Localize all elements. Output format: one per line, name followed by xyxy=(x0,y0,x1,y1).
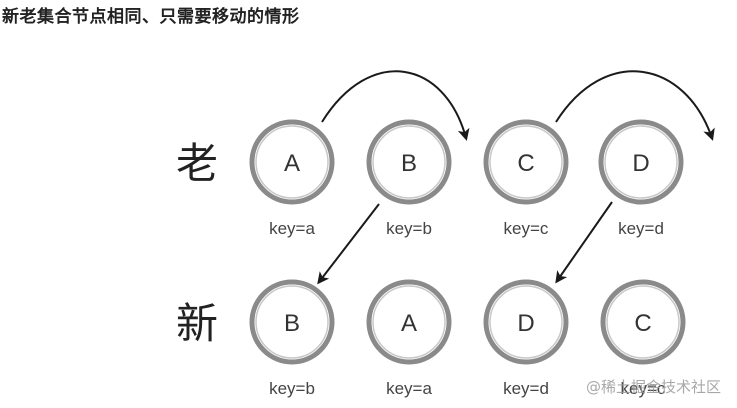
new-node-2: A key=a xyxy=(366,279,452,398)
old-node-1-letter: A xyxy=(284,150,300,177)
old-node-3-letter: C xyxy=(517,150,534,177)
arrow-b-down-left xyxy=(317,203,380,285)
new-node-4: C key=c xyxy=(600,279,686,398)
old-node-2: B key=b xyxy=(366,119,452,238)
new-node-2-key: key=a xyxy=(386,379,432,398)
watermark: @稀土掘金技术社区 xyxy=(586,378,722,396)
new-node-3-key: key=d xyxy=(503,379,549,398)
old-node-1-key: key=a xyxy=(269,219,315,238)
old-node-2-key: key=b xyxy=(386,219,432,238)
new-node-4-letter: C xyxy=(634,310,651,337)
arrow-c-to-right xyxy=(555,70,715,141)
old-node-4: D key=d xyxy=(598,119,684,238)
diagram-heading: 新老集合节点相同、只需要移动的情形 xyxy=(2,7,300,27)
new-node-1-key: key=b xyxy=(269,379,315,398)
old-node-3: C key=c xyxy=(483,119,569,238)
old-node-2-letter: B xyxy=(401,150,417,177)
new-node-4-key: key=c xyxy=(621,379,666,398)
new-node-1: B key=b xyxy=(249,279,335,398)
row-label-new: 新 xyxy=(176,299,218,348)
old-node-4-letter: D xyxy=(632,150,649,177)
row-label-old: 老 xyxy=(176,139,218,188)
old-node-1: A key=a xyxy=(249,119,335,238)
new-node-3-letter: D xyxy=(517,310,534,337)
old-node-4-key: key=d xyxy=(618,219,664,238)
arrow-a-to-right xyxy=(321,70,470,141)
new-node-3: D key=d xyxy=(483,279,569,398)
arrow-d-down-left xyxy=(555,201,613,284)
old-node-3-key: key=c xyxy=(504,219,549,238)
new-node-2-letter: A xyxy=(401,310,417,337)
new-node-1-letter: B xyxy=(284,310,300,337)
